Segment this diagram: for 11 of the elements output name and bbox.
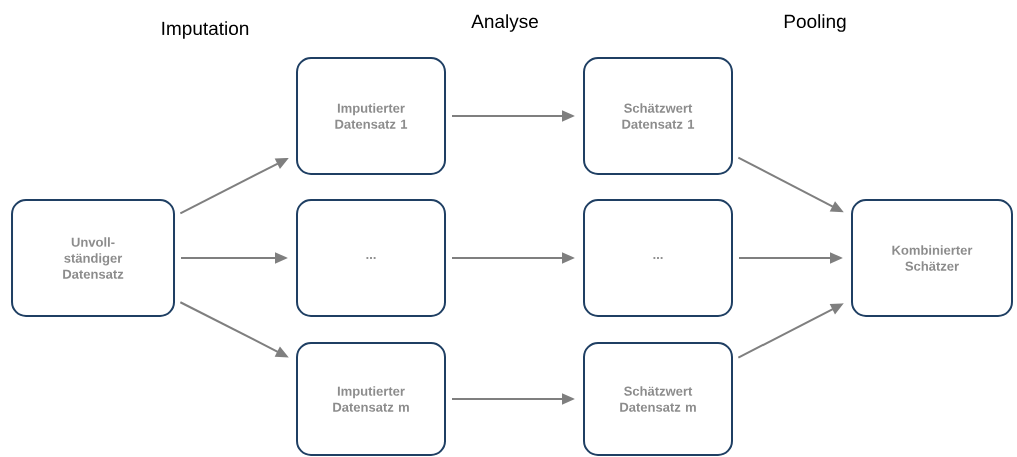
- column-heading: Imputation: [162, 21, 249, 39]
- column-heading: Analyse: [471, 14, 538, 32]
- process-box: Schätzwert Datensatz m: [583, 342, 733, 456]
- process-box: Kombinierter Schätzer: [851, 199, 1013, 317]
- process-box: ...: [296, 199, 446, 317]
- process-box: Schätzwert Datensatz 1: [583, 57, 733, 175]
- process-box: Imputierter Datensatz 1: [296, 57, 446, 175]
- column-heading: Pooling: [784, 14, 846, 32]
- process-box: Imputierter Datensatz m: [296, 342, 446, 456]
- process-box: ...: [583, 199, 733, 317]
- process-box: Unvoll- ständiger Datensatz: [11, 199, 175, 317]
